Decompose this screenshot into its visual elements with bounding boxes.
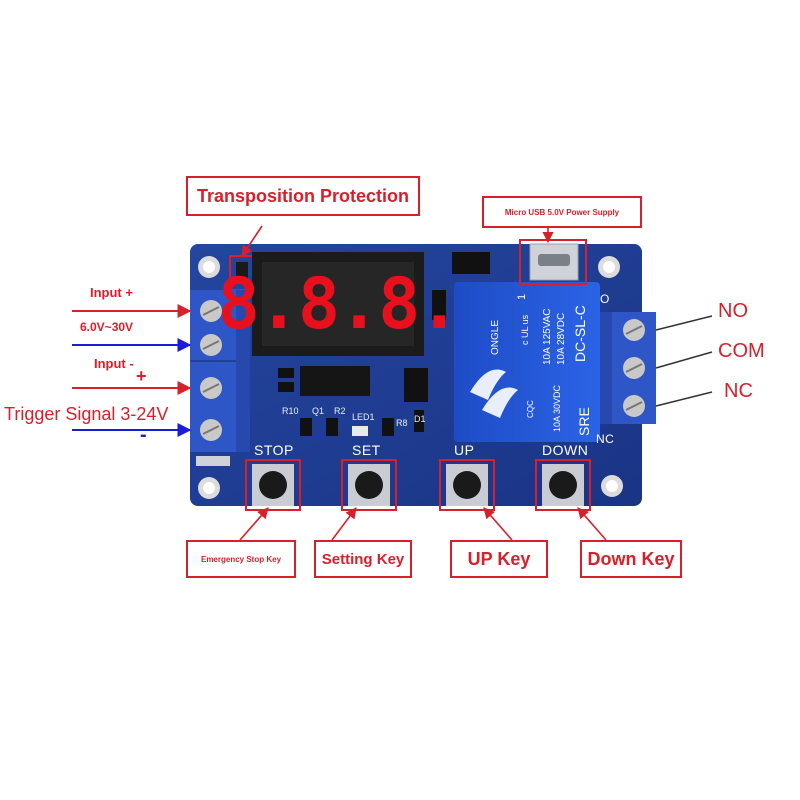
up-key-callout: UP Key xyxy=(450,540,548,578)
input-arrows xyxy=(72,304,192,437)
down-key-callout: Down Key xyxy=(580,540,682,578)
r10-label: R10 xyxy=(282,406,299,416)
com-label: COM xyxy=(718,340,765,362)
setting-key-callout: Setting Key xyxy=(314,540,412,578)
up-key-button[interactable] xyxy=(439,459,495,511)
transposition-protection-callout: Transposition Protection xyxy=(186,176,420,216)
input-terminal-block xyxy=(190,290,250,452)
protection-component xyxy=(236,262,248,284)
down-silk-label: DOWN xyxy=(542,442,589,458)
no-label: NO xyxy=(718,300,748,322)
down-key-button[interactable] xyxy=(535,459,591,511)
relay-cert-ul: c UL us xyxy=(520,314,530,345)
set-key-button[interactable] xyxy=(341,459,397,511)
relay-cert-cqc: CQC xyxy=(526,400,535,418)
relay-rating-dc: 10A 28VDC xyxy=(556,312,567,365)
input-minus-label: Input - xyxy=(94,356,134,371)
set-silk-label: SET xyxy=(352,442,381,458)
leader-lines xyxy=(239,225,607,541)
mounting-holes xyxy=(198,256,623,499)
no-silk-label: O xyxy=(600,292,610,306)
output-leads xyxy=(655,315,713,407)
stop-silk-label: STOP xyxy=(254,442,294,458)
nc-silk-label: NC xyxy=(596,432,615,446)
emergency-stop-key-callout: Emergency Stop Key xyxy=(186,540,296,578)
micro-usb-callout: Micro USB 5.0V Power Supply xyxy=(482,196,642,228)
relay-model: DC-SL-C xyxy=(572,305,588,362)
trigger-signal-label: Trigger Signal 3-24V xyxy=(4,404,169,424)
smd-parts xyxy=(278,368,294,378)
relay-rating-ac: 10A 125VAC xyxy=(542,308,553,365)
led1-label: LED1 xyxy=(352,412,375,422)
input-plus-label: Input + xyxy=(90,285,133,300)
d1-label: D1 xyxy=(414,414,426,424)
stop-key-button[interactable] xyxy=(245,459,301,511)
up-silk-label: UP xyxy=(454,442,475,458)
ic-chip xyxy=(300,366,370,396)
relay-brand: ONGLE xyxy=(490,319,501,355)
r2-label: R2 xyxy=(334,406,346,416)
relay-rating-dc2: 10A 30VDC xyxy=(552,384,562,432)
relay-sre: SRE xyxy=(576,407,592,436)
plus-sign-label: + xyxy=(136,366,147,386)
nc-label: NC xyxy=(724,380,753,402)
voltage-range-label: 6.0V~30V xyxy=(80,320,134,334)
r8-label: R8 xyxy=(396,418,408,428)
minus-sign-label: - xyxy=(140,424,147,446)
q1-label: Q1 xyxy=(312,406,325,416)
display-digits: 8.8.8. xyxy=(217,263,461,345)
relay-pin-one: 1 xyxy=(516,293,528,300)
relay-terminal-block xyxy=(598,312,656,424)
